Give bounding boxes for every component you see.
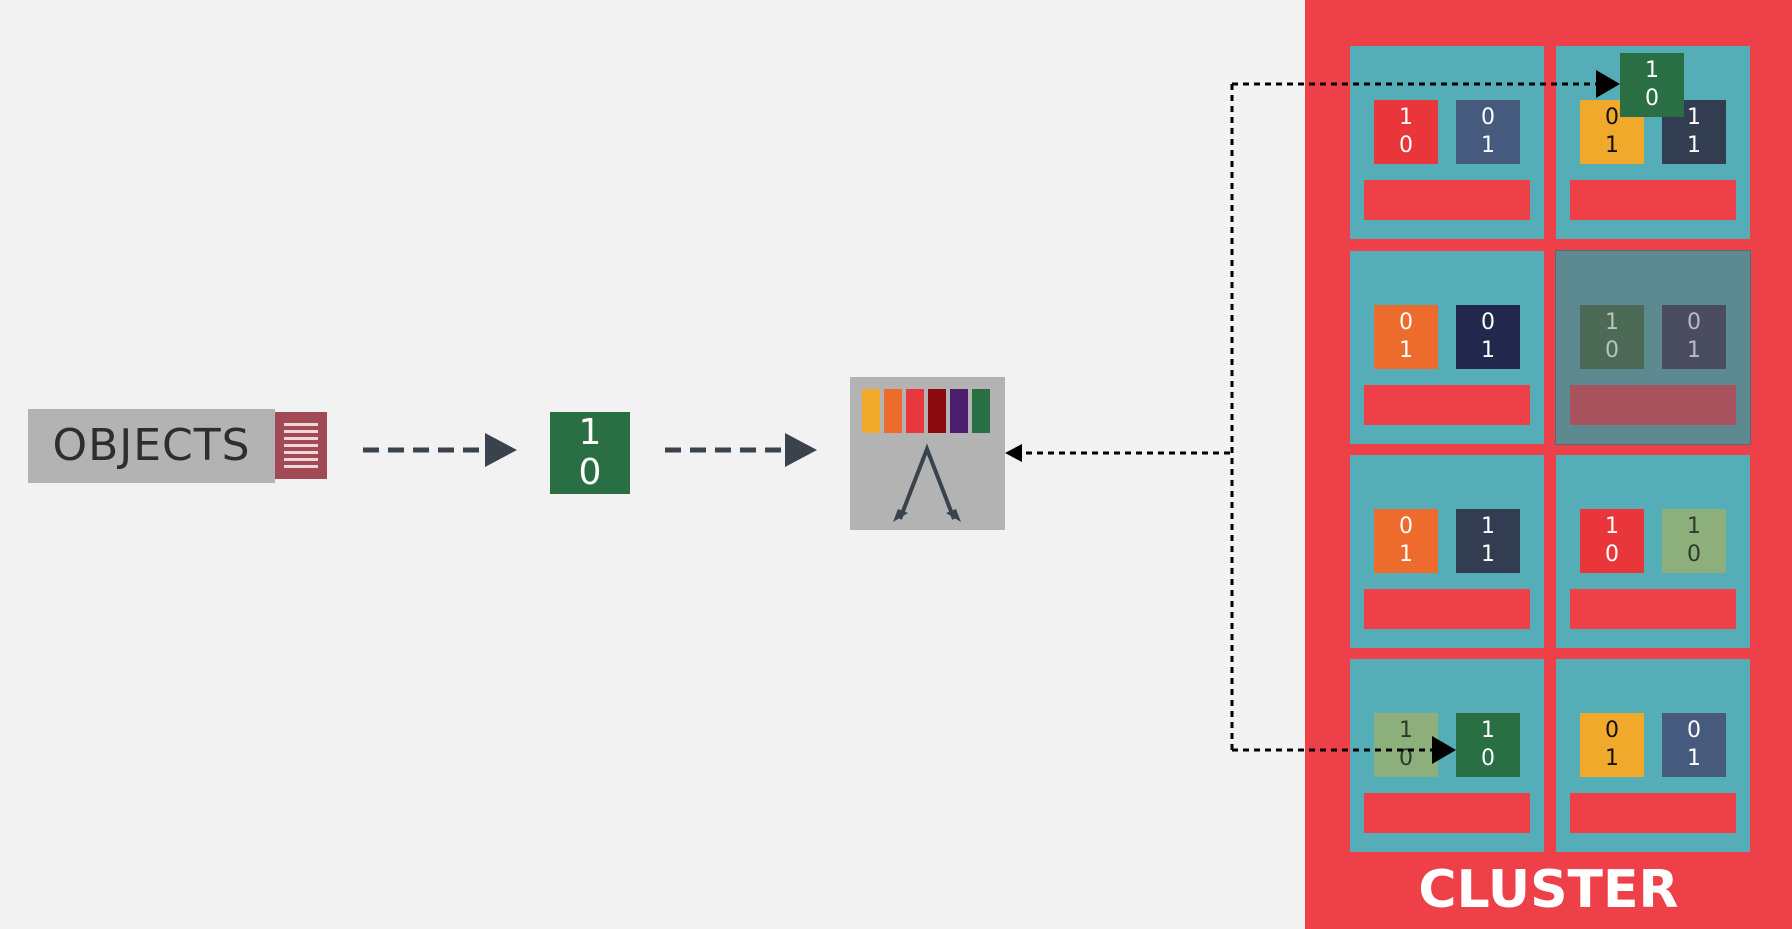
replica-object: 1 0 xyxy=(1620,53,1684,117)
hash-ring-icon xyxy=(893,443,961,522)
stored-object-top: 1 xyxy=(1399,105,1413,130)
incoming-object-bottom: 0 xyxy=(578,452,602,493)
stored-object-top: 0 xyxy=(1605,105,1619,130)
hash-bucket-bars xyxy=(862,389,990,433)
object-to-hash-arrowhead xyxy=(785,433,817,467)
stored-object-bottom: 0 xyxy=(1481,746,1495,771)
stored-object-bottom: 1 xyxy=(1399,542,1413,567)
stored-object-top: 0 xyxy=(1481,310,1495,335)
stored-object-bottom: 0 xyxy=(1605,338,1619,363)
stored-object-bottom: 1 xyxy=(1481,338,1495,363)
objects-label: OBJECTS xyxy=(28,409,275,483)
stored-object-bottom: 1 xyxy=(1481,133,1495,158)
stored-object-top: 0 xyxy=(1687,310,1701,335)
stored-object-top: 0 xyxy=(1605,718,1619,743)
replica-placement-arrows xyxy=(1015,82,1598,752)
stacked-objects-icon xyxy=(275,412,327,479)
stored-object-top: 0 xyxy=(1481,105,1495,130)
node-disk-bar xyxy=(1364,385,1530,425)
stored-object-bottom: 0 xyxy=(1605,542,1619,567)
hash-bucket-bar xyxy=(862,389,880,433)
replica-top-arrowhead xyxy=(1596,70,1620,98)
stored-object-bottom: 1 xyxy=(1605,133,1619,158)
incoming-object-top: 1 xyxy=(578,412,602,453)
replica-bottom-arrowhead xyxy=(1432,736,1456,764)
stored-object-top: 1 xyxy=(1481,514,1495,539)
node-disk-bar xyxy=(1364,589,1530,629)
hash-lookup-arrowhead xyxy=(1005,444,1022,462)
stored-object-top: 1 xyxy=(1605,514,1619,539)
stored-object-bottom: 0 xyxy=(1399,133,1413,158)
replica-object-bottom: 0 xyxy=(1645,86,1659,111)
node-disk-bar xyxy=(1570,793,1736,833)
stored-object-bottom: 1 xyxy=(1687,338,1701,363)
node-disk-bar xyxy=(1570,180,1736,220)
cluster-title: CLUSTER xyxy=(1418,860,1679,920)
hash-function-box xyxy=(850,377,1005,530)
stored-object-top: 0 xyxy=(1687,718,1701,743)
replica-object-top: 1 xyxy=(1645,58,1659,83)
hash-bucket-bar xyxy=(884,389,902,433)
stored-object-bottom: 1 xyxy=(1605,746,1619,771)
stored-object-top: 1 xyxy=(1605,310,1619,335)
stored-object-bottom: 0 xyxy=(1399,746,1413,771)
stored-object-bottom: 0 xyxy=(1687,542,1701,567)
stored-object-bottom: 1 xyxy=(1687,133,1701,158)
stored-object-bottom: 1 xyxy=(1687,746,1701,771)
stored-object-bottom: 1 xyxy=(1481,542,1495,567)
stored-object-top: 0 xyxy=(1399,310,1413,335)
stored-object-top: 1 xyxy=(1481,718,1495,743)
stored-object-top: 1 xyxy=(1687,514,1701,539)
hash-bucket-bar xyxy=(950,389,968,433)
objects-to-object-arrowhead xyxy=(485,433,517,467)
hash-bucket-bar xyxy=(972,389,990,433)
node-disk-bar xyxy=(1570,589,1736,629)
node-disk-bar xyxy=(1570,385,1736,425)
stored-object-bottom: 1 xyxy=(1399,338,1413,363)
node-disk-bar xyxy=(1364,180,1530,220)
hash-bucket-bar xyxy=(906,389,924,433)
node-disk-bar xyxy=(1364,793,1530,833)
hash-bucket-bar xyxy=(928,389,946,433)
stored-object-top: 0 xyxy=(1399,514,1413,539)
stored-object-top: 1 xyxy=(1399,718,1413,743)
stored-object-top: 1 xyxy=(1687,105,1701,130)
incoming-object: 1 0 xyxy=(550,412,630,494)
